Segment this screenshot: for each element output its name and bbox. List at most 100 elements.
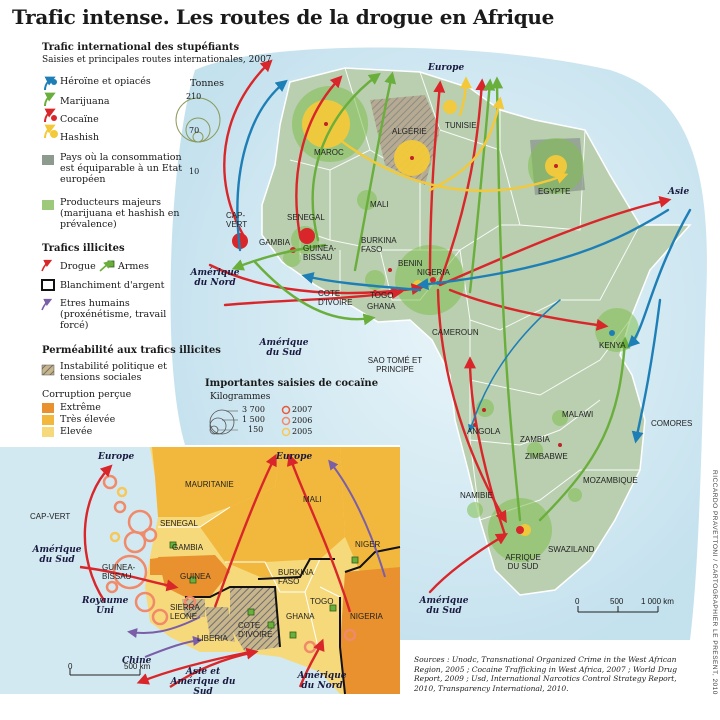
legend-kg-value: 1 500 <box>242 415 265 424</box>
legend-laundering: Blanchiment d'argent <box>60 280 165 291</box>
inset-map <box>0 447 401 695</box>
country-label: KENYA <box>599 341 626 350</box>
route-heroin <box>416 208 670 291</box>
inset-country-label: SENEGAL <box>160 519 198 528</box>
country-label: GUINEA-BISSAU <box>303 244 337 262</box>
legend-consumption: Pays où la consommation est équiparable … <box>60 152 183 185</box>
legend-producers: Producteurs majeurs (marijuana et hashis… <box>60 197 180 230</box>
inset-niger <box>340 447 400 572</box>
legend-high: Elevée <box>60 426 93 437</box>
country-label: ZIMBABWE <box>525 452 568 461</box>
route-heroin <box>468 299 561 433</box>
legend-year: 2006 <box>292 416 313 425</box>
country-label: ZAMBIA <box>520 435 550 444</box>
country-label: MOZAMBIQUE <box>583 476 638 485</box>
laundering-border <box>339 597 346 695</box>
country-label: MAROC <box>314 148 344 157</box>
legend-instability: Instabilité politique et tensions social… <box>60 361 167 383</box>
inset-country-label: GUINEA-BISSAU <box>102 563 136 581</box>
inset-country-label: LIBERIA <box>197 634 228 643</box>
route-hashish <box>428 96 505 192</box>
legend-year: 2007 <box>292 405 313 414</box>
route-marijuana <box>311 72 381 242</box>
country-label: BENIN <box>398 259 423 268</box>
route-cocaine <box>208 263 424 296</box>
inset-country-label: TOGO <box>310 597 334 606</box>
legend-drug: Drogue <box>60 261 96 272</box>
inset-region-label: Royaume Uni <box>82 596 129 616</box>
region-label: Asie <box>668 187 690 197</box>
inset-region-label: Chine <box>122 656 152 666</box>
inset-route <box>286 453 352 613</box>
inset-route <box>213 453 277 608</box>
inset-region-label: Europe <box>98 452 135 462</box>
route-cocaine <box>223 59 273 240</box>
route-cocaine <box>438 78 488 284</box>
region-label: Amérique du Sud <box>259 338 309 358</box>
route-marijuana <box>538 336 631 522</box>
legend-heroin: Héroïne et opiacés <box>60 76 151 87</box>
route-heroin <box>301 272 422 292</box>
legend-extreme: Extrême <box>60 402 101 413</box>
legend-kg-value: 150 <box>248 425 264 434</box>
country-label: CAP-VERT <box>226 211 248 229</box>
country-label: BURKINA FASO <box>361 236 397 254</box>
inset-country-label: COTE D'IVOIRE <box>238 621 273 639</box>
route-marijuana <box>468 78 496 294</box>
route-hashish <box>458 76 472 117</box>
legend-seizures-title: Importantes saisies de cocaïne <box>205 378 379 389</box>
legend-tonnes-label: Tonnes <box>190 78 225 89</box>
main-scale-label: 0 <box>575 597 580 606</box>
country-label: NAMIBIE <box>460 491 493 500</box>
country-label: TOGO <box>370 291 394 300</box>
inset-country-label: GAMBIA <box>172 543 204 552</box>
inset-region-label: Asie et Amérique du Sud <box>170 667 236 697</box>
legend-section1-title: Trafic international des stupéfiants <box>42 42 240 53</box>
inset-country-label: MAURITANIE <box>185 480 234 489</box>
legend-section1-subtitle: Saisies et principales routes internatio… <box>42 55 272 65</box>
region-label: Amérique du Nord <box>190 268 240 288</box>
route-cocaine <box>428 80 446 277</box>
laundering-border <box>185 586 281 648</box>
route-heroin <box>631 298 662 444</box>
inset-cote-divoire <box>230 587 280 652</box>
inset-scale-label: 0 <box>68 662 73 671</box>
route-marijuana <box>491 76 522 522</box>
page-title: Trafic intense. Les routes de la drogue … <box>12 5 555 29</box>
route-marijuana <box>253 260 376 326</box>
inset-scale-bar <box>69 669 141 676</box>
inset-route <box>83 464 113 603</box>
country-label: SWAZILAND <box>548 545 595 554</box>
inset-mali <box>200 447 345 577</box>
route-heroin <box>627 208 692 348</box>
route-hashish <box>338 138 569 192</box>
country-label: ALGÉRIE <box>392 127 427 136</box>
legend-cocaine: Cocaïne <box>60 114 99 125</box>
country-label: COMORES <box>651 419 693 428</box>
country-label: GAMBIA <box>259 238 291 247</box>
inset-region-label: Amérique du Sud <box>32 545 82 565</box>
country-label: TUNISIE <box>445 121 477 130</box>
sources-text: Sources : Unodc, Transnational Organized… <box>414 655 678 693</box>
inset-route <box>136 650 251 685</box>
inset-ghana <box>280 592 308 652</box>
country-label: AFRIQUE DU SUD <box>505 553 541 571</box>
legend-marijuana: Marijuana <box>60 96 110 107</box>
route-cocaine <box>438 195 672 287</box>
legend-section3-title: Perméabilité aux trafics illicites <box>42 345 221 356</box>
route-cocaine <box>223 287 404 307</box>
main-scale-label: 1 000 km <box>641 597 674 606</box>
country-label: SAO TOMÉ ET PRINCIPE <box>367 356 423 374</box>
inset-sierra-leone <box>182 599 205 617</box>
inset-route <box>79 565 179 592</box>
inset-region-label: Amérique du Nord <box>297 671 347 691</box>
legend-kg-label: Kilogrammes <box>210 392 271 402</box>
inset-country-label: NIGERIA <box>350 612 383 621</box>
inset-mauritanie <box>152 447 280 517</box>
country-label: CAMEROUN <box>432 328 479 337</box>
inset-guinea-bissau <box>150 557 165 575</box>
inset-country-label: SIERRA LEONE <box>170 603 200 621</box>
country-label: SENEGAL <box>287 213 325 222</box>
country-label: ANGOLA <box>467 427 501 436</box>
